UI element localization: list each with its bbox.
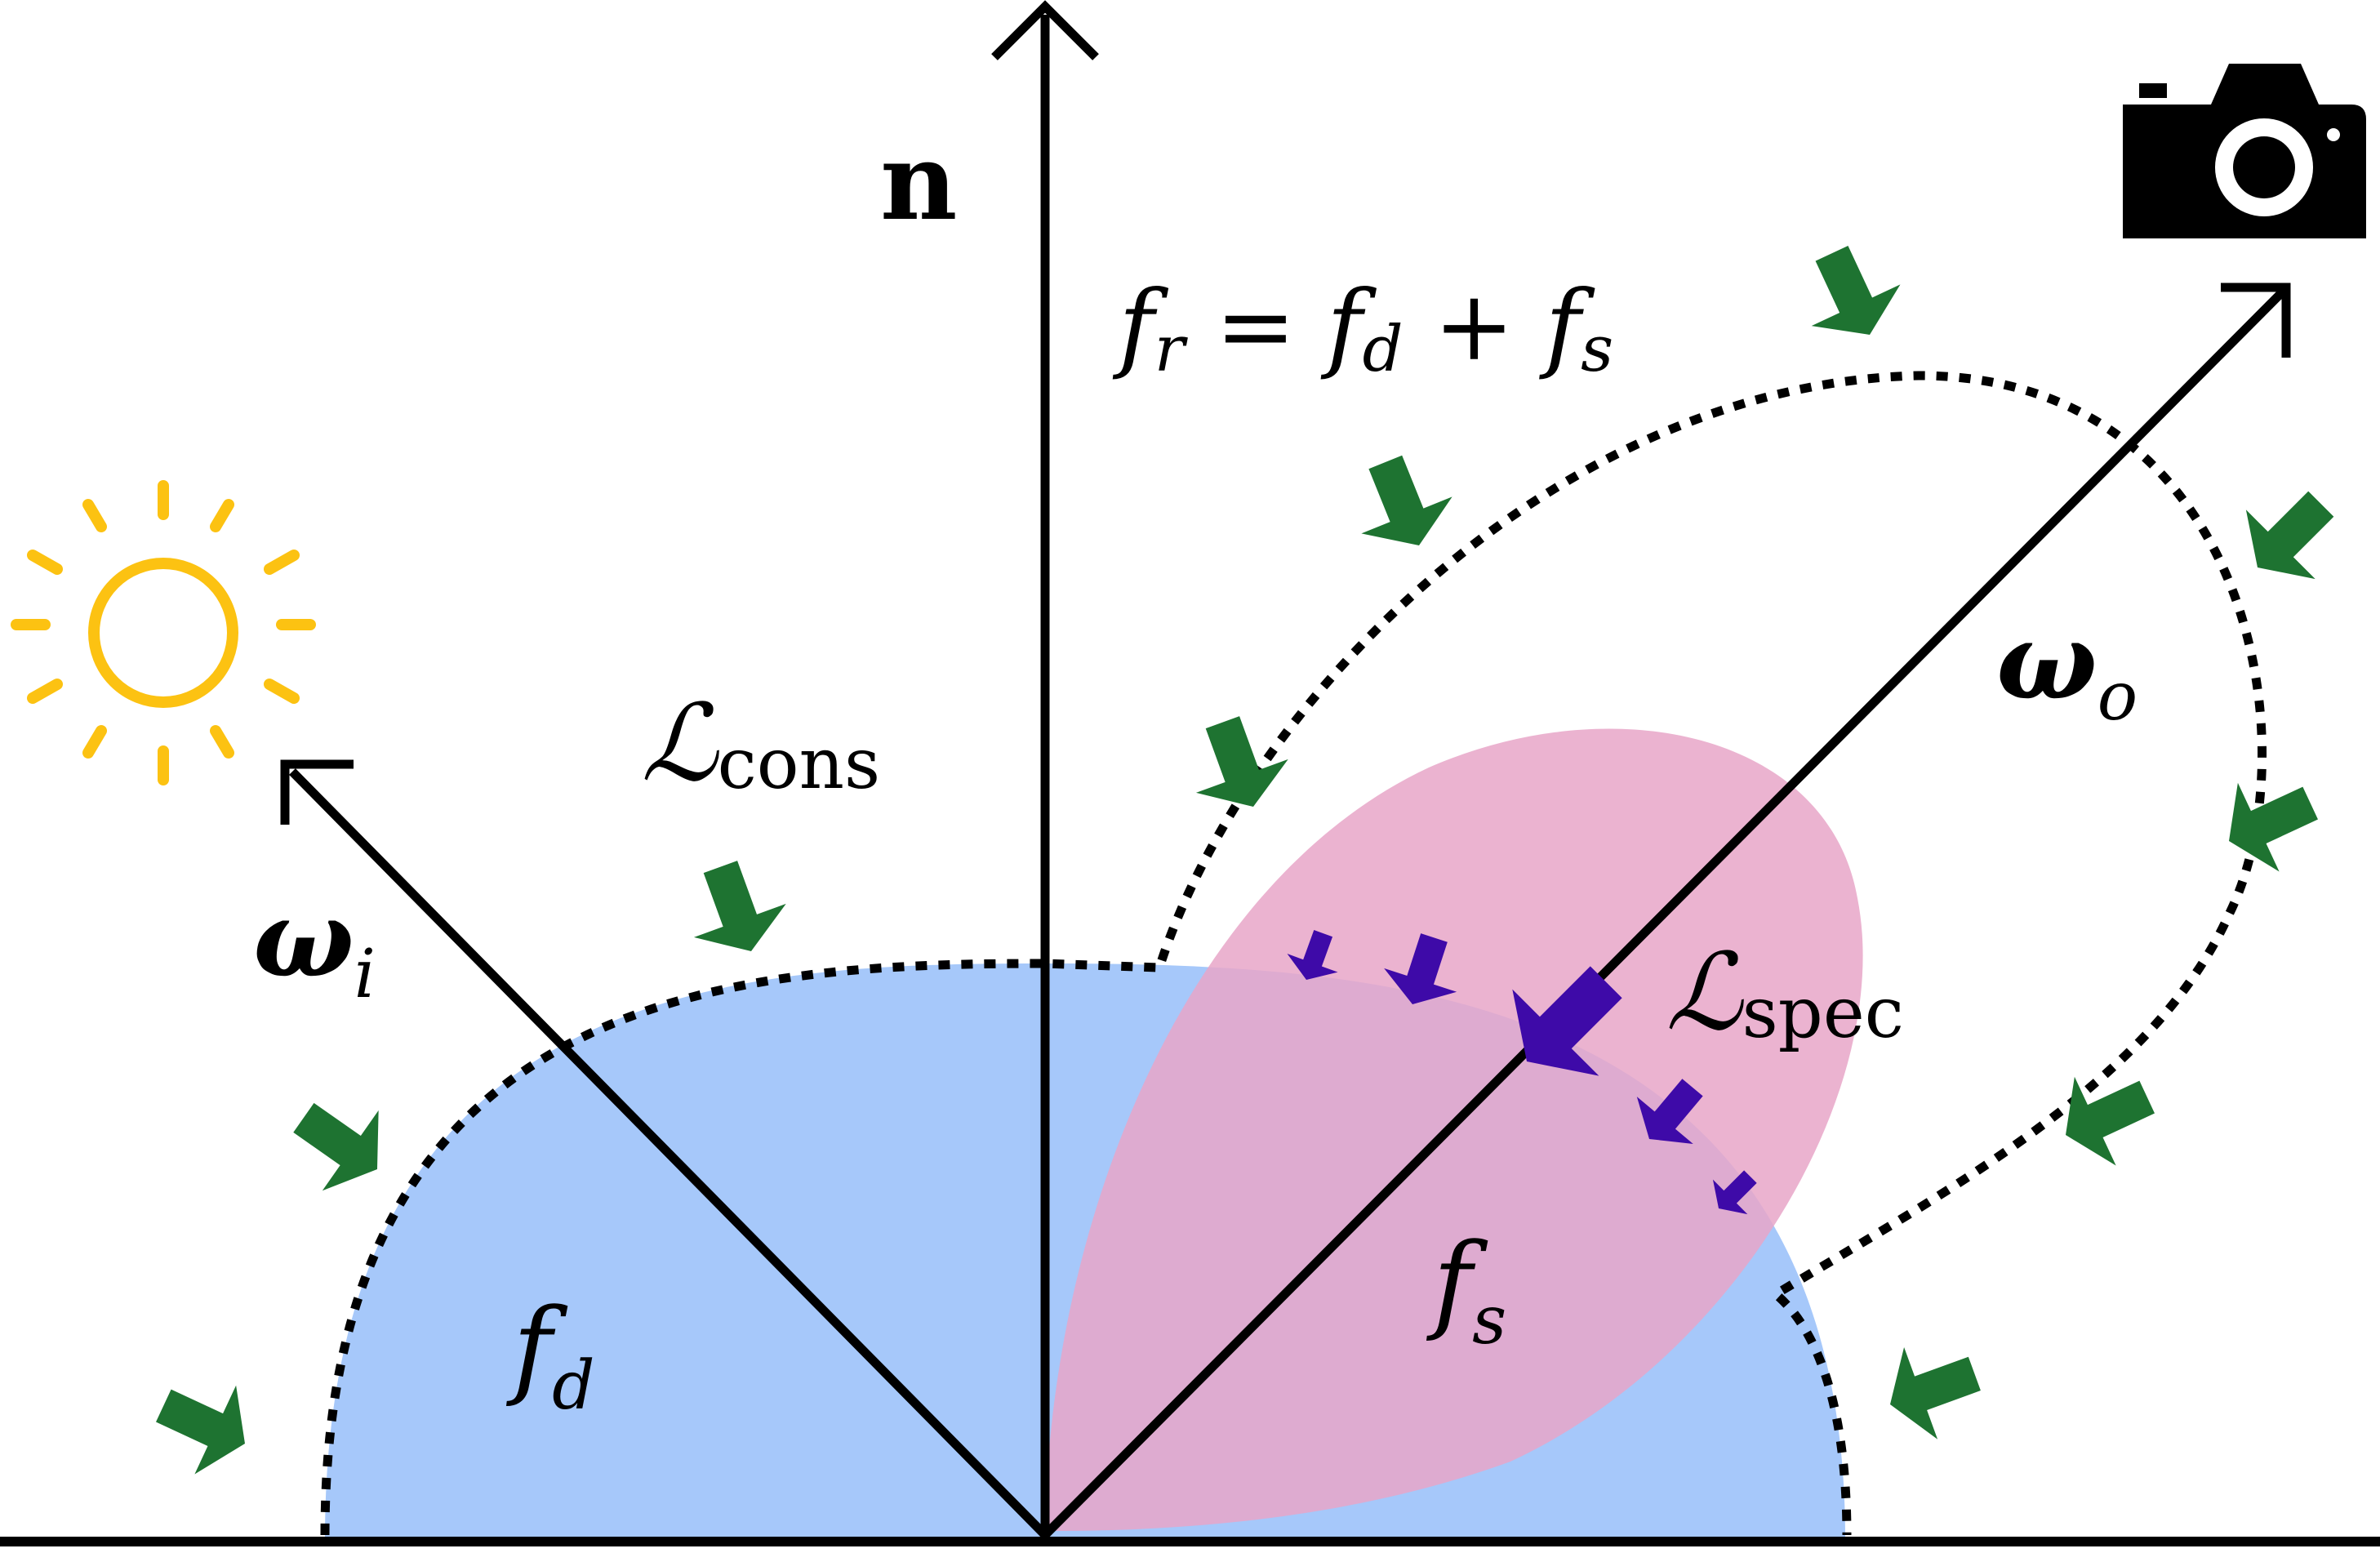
consistency-arrow [275,1077,406,1210]
loss-cons-label: ℒcons [641,681,880,805]
consistency-arrow [1787,232,1915,356]
consistency-arrow [1873,1327,1991,1451]
outgoing-arrowhead [2221,283,2291,358]
brdf-equation: fr = fd + fs [1112,269,1613,386]
loss-spec-label: ℒspec [1666,930,1904,1054]
camera-icon [2123,64,2366,238]
consistency-arrow [674,850,798,968]
sun-icon [11,480,316,785]
normal-label: n [880,119,958,244]
incident-arrowhead [280,759,354,825]
outgoing-vector [1042,289,2285,1538]
combined-lobe-outline [320,371,2267,1536]
omega-o-label: ωo [1996,599,2138,736]
consistency-arrow [1340,443,1465,564]
consistency-arrow [1176,705,1300,824]
omega-i-label: ωi [253,876,376,1013]
incident-vector [289,768,1048,1538]
normal-arrowhead [991,0,1099,60]
consistency-arrow [2222,469,2356,603]
consistency-arrow [2208,759,2332,886]
consistency-arrow [142,1361,266,1488]
